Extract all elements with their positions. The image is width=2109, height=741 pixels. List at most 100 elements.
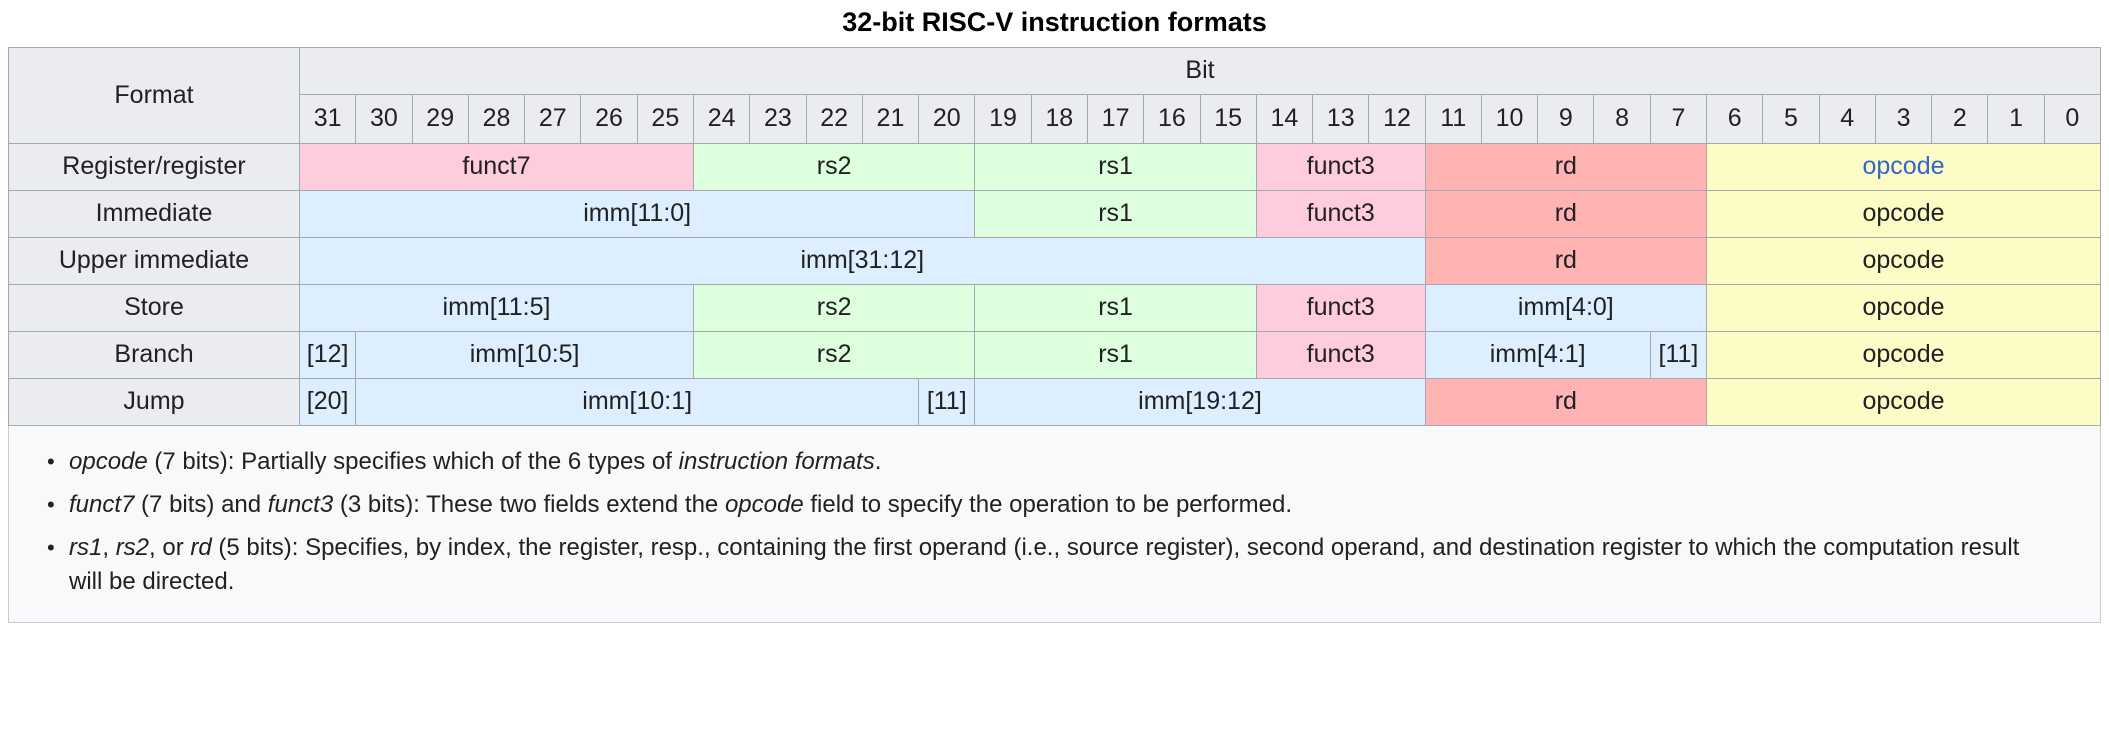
field-cell-funct7: funct7 xyxy=(299,143,694,191)
note-item: rs1, rs2, or rd (5 bits): Specifies, by … xyxy=(47,531,2056,599)
bit-number-21: 21 xyxy=(861,94,920,144)
field-cell-funct3: funct3 xyxy=(1255,143,1426,191)
field-cell-imm105: imm[10:5] xyxy=(355,331,694,379)
note-term: opcode xyxy=(724,491,804,518)
bit-column-header: Bit xyxy=(299,47,2101,95)
bit-number-13: 13 xyxy=(1312,94,1370,144)
note-item: funct7 (7 bits) and funct3 (3 bits): The… xyxy=(47,488,2056,522)
field-cell-rs2: rs2 xyxy=(692,331,976,379)
note-term: instruction formats xyxy=(678,448,875,475)
bit-number-12: 12 xyxy=(1368,94,1426,144)
bit-number-2: 2 xyxy=(1931,94,1989,144)
field-cell-opcode: opcode xyxy=(1706,331,2101,379)
note-term: funct3 xyxy=(267,491,334,518)
bit-number-28: 28 xyxy=(467,94,526,144)
field-cell-rs2: rs2 xyxy=(692,284,976,332)
bit-number-1: 1 xyxy=(1987,94,2045,144)
field-cell-rd: rd xyxy=(1424,237,1708,285)
field-cell-opcode: opcode xyxy=(1706,284,2101,332)
field-cell-rd: rd xyxy=(1424,378,1708,426)
field-cell-opcode: opcode xyxy=(1706,378,2101,426)
bit-number-18: 18 xyxy=(1030,94,1088,144)
field-cell-imm1912: imm[19:12] xyxy=(974,378,1426,426)
note-text: field to specify the operation to be per… xyxy=(803,491,1292,518)
note-text: , xyxy=(102,534,116,561)
field-cell-rd: rd xyxy=(1424,190,1708,238)
field-cell-rs2: rs2 xyxy=(692,143,976,191)
field-cell-20: [20] xyxy=(298,378,357,426)
field-cell-rs1: rs1 xyxy=(974,331,1257,379)
bit-number-7: 7 xyxy=(1649,94,1708,144)
header-row-top: Format Bit xyxy=(8,47,2101,144)
format-row-label: Store xyxy=(8,284,300,332)
bit-number-20: 20 xyxy=(918,94,976,144)
bit-number-19: 19 xyxy=(974,94,1032,144)
field-cell-11: [11] xyxy=(1649,331,1708,379)
bit-number-11: 11 xyxy=(1424,94,1482,144)
bit-number-14: 14 xyxy=(1255,94,1314,144)
bit-number-15: 15 xyxy=(1199,94,1257,144)
field-cell-12: [12] xyxy=(298,331,357,379)
field-cell-rs1: rs1 xyxy=(974,284,1257,332)
note-term: opcode xyxy=(69,448,148,475)
field-cell-funct3: funct3 xyxy=(1255,190,1426,238)
field-cell-imm41: imm[4:1] xyxy=(1424,331,1651,379)
bit-number-23: 23 xyxy=(749,94,807,144)
note-text: , or xyxy=(149,534,191,561)
bit-number-8: 8 xyxy=(1593,94,1651,144)
field-cell-imm101: imm[10:1] xyxy=(355,378,920,426)
format-row-label: Upper immediate xyxy=(8,237,300,285)
field-cell-opcode: opcode xyxy=(1706,190,2101,238)
bit-number-25: 25 xyxy=(636,94,694,144)
field-cell-rd: rd xyxy=(1424,143,1708,191)
bit-number-6: 6 xyxy=(1706,94,1764,144)
bit-number-10: 10 xyxy=(1480,94,1539,144)
figure-caption: 32-bit RISC-V instruction formats xyxy=(842,7,1267,37)
format-column-header: Format xyxy=(8,47,300,144)
field-cell-opcode: opcode xyxy=(1706,237,2101,285)
field-cell-imm110: imm[11:0] xyxy=(298,190,976,238)
bit-number-17: 17 xyxy=(1086,94,1145,144)
notes-list: opcode (7 bits): Partially specifies whi… xyxy=(9,445,2100,599)
format-row-label: Branch xyxy=(8,331,300,379)
bit-number-31: 31 xyxy=(298,94,357,144)
bit-number-5: 5 xyxy=(1762,94,1820,144)
bit-number-27: 27 xyxy=(524,94,582,144)
bit-number-4: 4 xyxy=(1818,94,1876,144)
note-term: rs1 xyxy=(69,534,103,561)
instruction-format-figure: 32-bit RISC-V instruction formats Format… xyxy=(0,0,2109,623)
note-term: rs2 xyxy=(115,534,150,561)
field-cell-rs1: rs1 xyxy=(974,190,1257,238)
bit-number-22: 22 xyxy=(805,94,863,144)
note-text: (7 bits) and xyxy=(134,491,268,518)
field-cell-funct3: funct3 xyxy=(1255,284,1426,332)
bit-number-26: 26 xyxy=(580,94,638,144)
bit-number-0: 0 xyxy=(2043,94,2102,144)
format-row-label: Jump xyxy=(8,378,300,426)
bit-number-24: 24 xyxy=(692,94,751,144)
bit-number-3: 3 xyxy=(1874,94,1933,144)
field-cell-rs1: rs1 xyxy=(974,143,1257,191)
format-row-label: Register/register xyxy=(8,143,300,191)
note-term: rd xyxy=(190,534,212,561)
field-cell-imm115: imm[11:5] xyxy=(299,284,694,332)
field-cell-funct3: funct3 xyxy=(1255,331,1426,379)
field-cell-imm40: imm[4:0] xyxy=(1424,284,1708,332)
field-cell-opcode[interactable]: opcode xyxy=(1706,143,2101,191)
format-row-label: Immediate xyxy=(8,190,300,238)
bit-number-16: 16 xyxy=(1143,94,1201,144)
opcode-link[interactable]: opcode xyxy=(1862,152,1945,181)
bit-number-30: 30 xyxy=(355,94,413,144)
figure-notes: opcode (7 bits): Partially specifies whi… xyxy=(8,426,2101,623)
note-text: (5 bits): Specifies, by index, the regis… xyxy=(69,534,2020,595)
bit-number-9: 9 xyxy=(1537,94,1595,144)
